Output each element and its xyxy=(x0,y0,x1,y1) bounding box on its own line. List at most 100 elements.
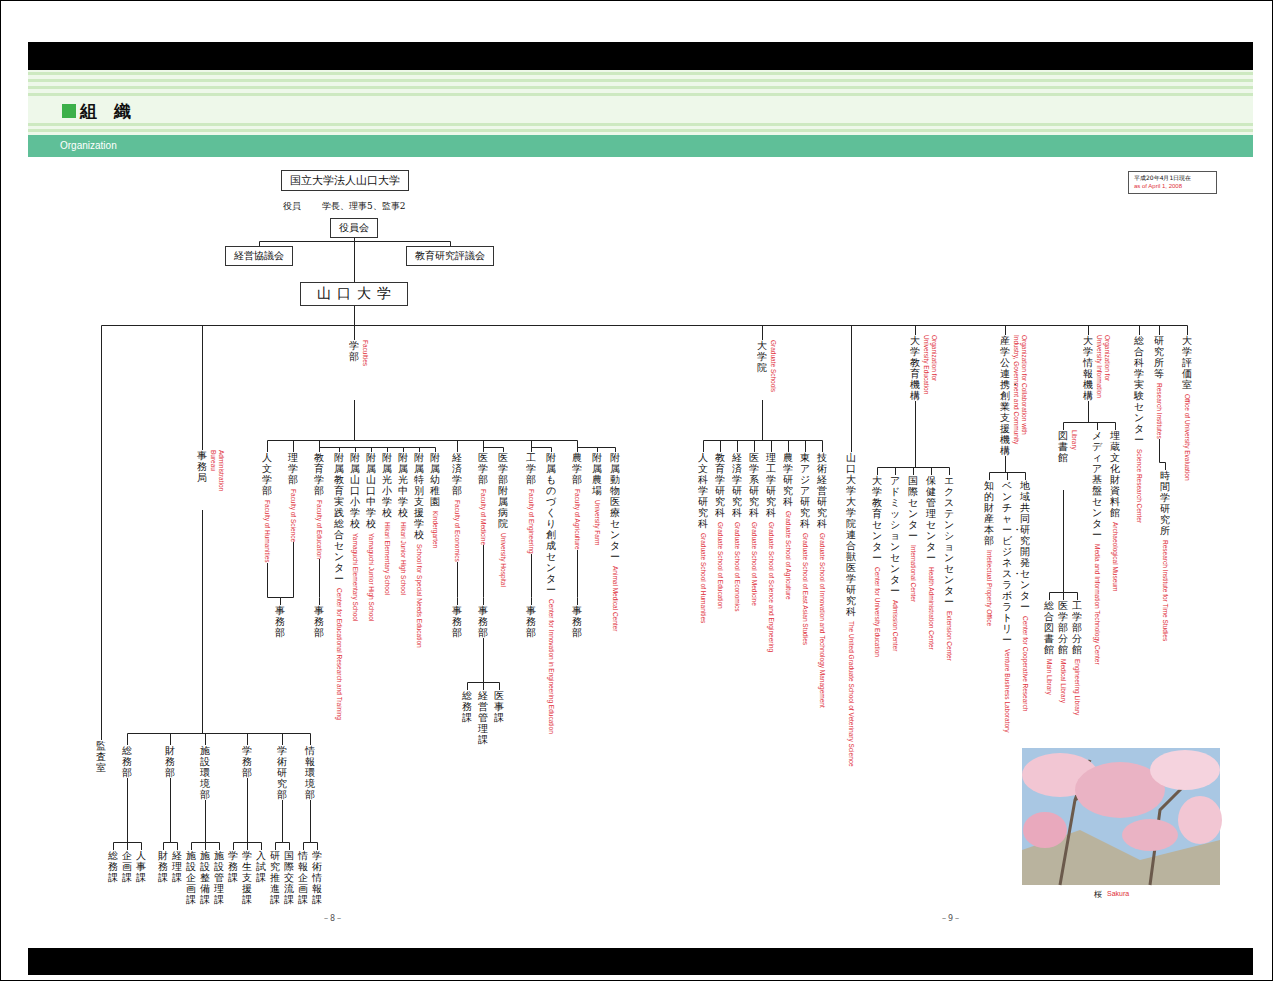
org-unit: 経済学研究科Graduate School of Economics xyxy=(732,452,742,612)
org-unit: 人文科学研究科 Graduate School of Humanities xyxy=(698,452,708,623)
subtitle-band xyxy=(28,135,1253,157)
unit-name-en: Admission Center xyxy=(891,600,899,651)
unit-name: 保健管理センター xyxy=(926,475,936,563)
unit-name-en: Extension Center xyxy=(945,611,953,661)
box-text: 役員会 xyxy=(339,222,369,233)
title-square xyxy=(62,104,76,118)
unit-name: 工学部分館 xyxy=(1072,600,1082,655)
org-unit: 研究推進課 xyxy=(270,850,280,905)
org-unit: 財務部 xyxy=(165,745,175,778)
unit-name: 大学教育機構 xyxy=(910,335,920,401)
unit-name-en: Center for Innovation in Engineering Edu… xyxy=(547,599,555,734)
org-unit: 学術研究部 xyxy=(277,745,287,800)
unit-name: 学生支援課 xyxy=(242,850,252,905)
note-text: Organization xyxy=(60,140,117,151)
note-text: －8－ xyxy=(322,913,343,924)
org-unit: 学務部 xyxy=(242,745,252,778)
unit-name-en: Main Library xyxy=(1045,659,1053,695)
unit-name: 経済学部 xyxy=(452,452,462,496)
unit-name-en: Faculties xyxy=(361,340,369,400)
org-box: 経営協議会 xyxy=(225,246,293,266)
org-connector xyxy=(192,800,206,850)
org-box: 山口大学 xyxy=(300,282,408,306)
org-unit: メディア基盤センターMedia and Information Technolo… xyxy=(1092,430,1102,665)
unit-name-en: Faculty of Economics xyxy=(453,500,461,562)
note-text: 平成20年4月1日現在 xyxy=(1134,174,1191,183)
org-connector xyxy=(355,306,1160,335)
unit-name-en: Graduate School of Humanities xyxy=(699,533,707,623)
org-connector xyxy=(203,510,248,745)
org-connector xyxy=(320,448,420,453)
org-connector xyxy=(878,401,916,475)
unit-name: 附属光小学校 xyxy=(382,452,392,518)
org-unit: 山口大学大学院連合獣医学研究科The United Graduate Schoo… xyxy=(846,452,856,767)
org-connector xyxy=(916,401,950,475)
org-unit: 施設管理課 xyxy=(214,850,224,905)
unit-name-en: Science Research Center xyxy=(1135,449,1143,523)
org-unit: 施設整備課 xyxy=(200,850,210,905)
org-connector xyxy=(532,448,552,453)
org-connector xyxy=(896,401,916,475)
unit-name-en: Faculty of Medicine xyxy=(479,489,487,545)
unit-name: 附属幼稚園 xyxy=(430,452,440,507)
unit-name: 経済学研究科 xyxy=(732,452,742,518)
org-connector xyxy=(468,638,484,690)
org-unit: 附属動物医療センターAnimal Medical Center xyxy=(610,452,620,631)
org-connector xyxy=(1006,456,1026,480)
org-unit: 情報企画課 xyxy=(298,850,308,905)
unit-name: 経理課 xyxy=(172,850,182,883)
unit-name-en: School for Special Needs Education xyxy=(415,544,423,648)
unit-name-en: Organization for University Education xyxy=(922,335,938,401)
org-connector xyxy=(281,542,294,605)
unit-name: 人文科学研究科 xyxy=(698,452,708,529)
unit-name: 附属教育実践総合センター xyxy=(334,452,344,584)
org-connector xyxy=(355,400,578,452)
org-unit: 附属農場University Farm xyxy=(592,452,602,546)
org-unit: 事務部 xyxy=(275,605,285,638)
org-unit: 事務部 xyxy=(452,605,462,638)
unit-name: 医事課 xyxy=(494,690,504,723)
note-text: Sakura xyxy=(1107,890,1129,897)
unit-name: 人文学部 xyxy=(262,452,272,496)
org-unit: 総務部 xyxy=(122,745,132,778)
org-unit: 大学教育センターCenter for University Education xyxy=(872,475,882,657)
unit-name: 農学部 xyxy=(572,452,582,485)
org-connector xyxy=(171,510,203,745)
org-unit: 国際交流課 xyxy=(284,850,294,905)
org-connector xyxy=(320,448,388,453)
org-connector xyxy=(311,800,318,850)
unit-name: 農学研究科 xyxy=(783,452,793,507)
org-connector xyxy=(294,400,355,452)
org-unit: 入試課 xyxy=(256,850,266,883)
stripe-ground xyxy=(28,70,1253,135)
unit-name: 事務部 xyxy=(572,605,582,638)
org-unit: 工学部Faculty of Engineering xyxy=(526,452,536,554)
org-connector xyxy=(355,306,916,335)
org-unit: エクステンションセンターExtension Center xyxy=(944,475,954,661)
unit-name: 知的財産本部 xyxy=(984,480,994,546)
unit-name-en: Office of University Evaluation xyxy=(1183,394,1191,481)
org-unit: 大学情報機構Organization for University Inform… xyxy=(1083,335,1111,401)
org-connector xyxy=(763,400,823,452)
unit-name-en: Research Institutes xyxy=(1155,383,1163,439)
unit-name: 産学公連携・創業支援機構 xyxy=(1000,335,1010,456)
org-unit: 知的財産本部Intellectual Property Office xyxy=(984,480,994,626)
unit-name: 施設整備課 xyxy=(200,850,210,905)
unit-name-en: Graduate School of Education xyxy=(716,522,724,609)
org-unit: 財務課 xyxy=(158,850,168,883)
unit-name-en: Yamaguchi Elementary School xyxy=(351,533,359,621)
unit-name: 山口大学大学院連合獣医学研究科 xyxy=(846,452,856,617)
unit-name: 情報環境部 xyxy=(305,745,315,800)
unit-name: 医学部 xyxy=(478,452,488,485)
org-connector xyxy=(354,238,355,282)
org-unit: 教育学部Faculty of Education xyxy=(314,452,324,559)
unit-name: 医学部附属病院 xyxy=(498,452,508,529)
unit-name: 入試課 xyxy=(256,850,266,883)
page-title: 組 織 xyxy=(80,100,131,123)
unit-name-en: Venture Business Laboratory xyxy=(1003,649,1011,732)
box-text: 山口大学 xyxy=(317,285,397,301)
org-connector xyxy=(990,456,1006,480)
note-text: as of April 1, 2008 xyxy=(1134,183,1182,189)
